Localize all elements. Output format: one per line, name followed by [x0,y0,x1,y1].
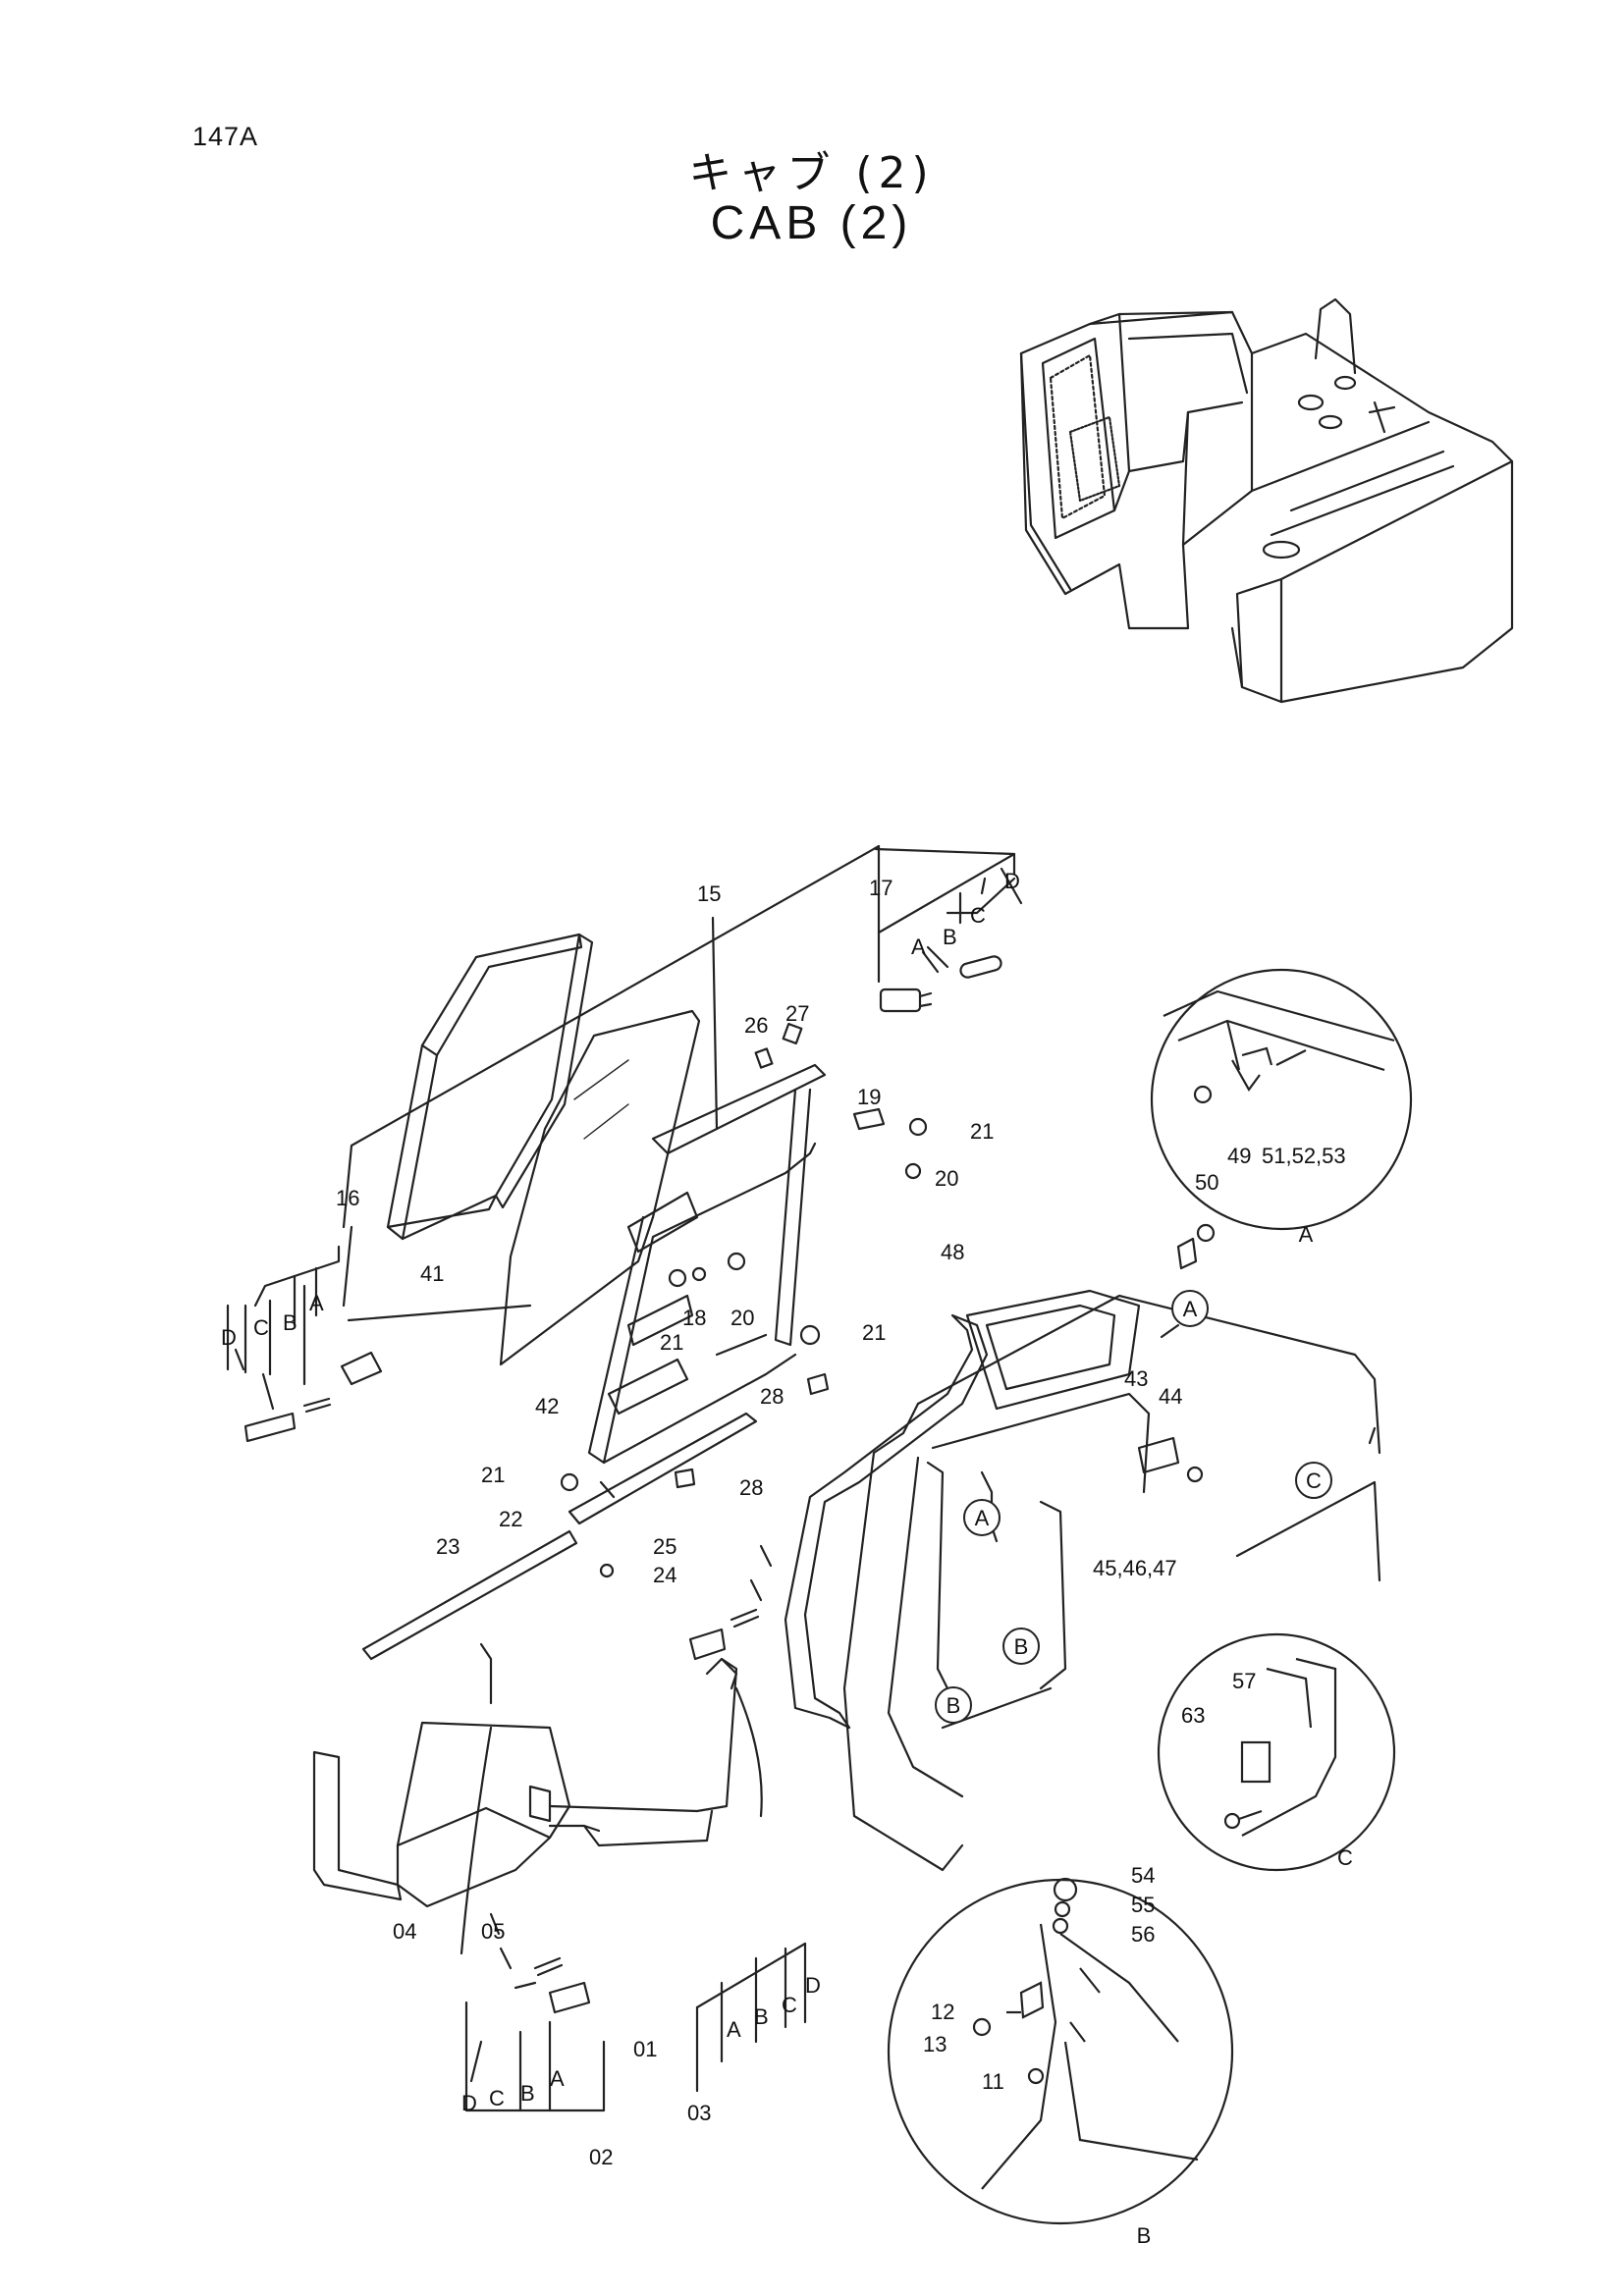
callout-50: 50 [1195,1170,1218,1195]
subpart-c-16: C [253,1315,269,1340]
subpart-d-17: D [1004,869,1020,893]
subpart-a-17: A [911,934,926,959]
ref-a-main-2: A [975,1506,990,1530]
callout-44: 44 [1159,1384,1182,1409]
callout-12: 12 [931,2000,954,2024]
callout-01: 01 [633,2037,657,2061]
callout-20a: 20 [935,1166,958,1191]
subpart-a-03: A [727,2017,741,2042]
callout-24: 24 [653,1563,676,1587]
callout-03: 03 [687,2101,711,2125]
callout-48: 48 [941,1240,964,1264]
page-number: 147A [192,122,259,151]
subpart-d-02: D [461,2091,477,2115]
callout-26: 26 [744,1013,768,1038]
callout-04: 04 [393,1919,416,1944]
callout-56: 56 [1131,1922,1155,1947]
callout-19: 19 [857,1085,881,1109]
callout-21c: 21 [862,1320,886,1345]
callout-13: 13 [923,2032,947,2056]
callout-23: 23 [436,1534,460,1559]
callout-18: 18 [682,1306,706,1330]
subpart-a-16: A [309,1291,324,1315]
subpart-b-02: B [520,2081,535,2106]
callout-63: 63 [1181,1703,1205,1728]
ref-b-main-2: B [947,1693,961,1718]
subpart-b-17: B [943,925,957,949]
subpart-d-16: D [221,1325,237,1350]
callout-20b: 20 [730,1306,754,1330]
detail-view-c [1157,1632,1396,1872]
subpart-b-16: B [283,1310,298,1335]
callout-57: 57 [1232,1669,1256,1693]
callout-25: 25 [653,1534,676,1559]
callout-28b: 28 [739,1475,763,1500]
callout-49: 49 [1227,1144,1251,1168]
detail-label-c: C [1337,1845,1353,1870]
callout-17: 17 [869,876,893,900]
callout-21a: 21 [970,1119,994,1144]
ref-c-main: C [1306,1468,1322,1493]
machine-overview-illustration [1019,297,1514,704]
callout-27: 27 [785,1001,809,1026]
callout-45-47: 45,46,47 [1093,1556,1177,1580]
title-english: CAB (2) [710,197,913,249]
title-japanese: キャブ (2) [688,148,935,198]
callout-11: 11 [982,2069,1004,2094]
part-41-seal [386,933,594,1241]
part-42-glass [347,1009,701,1366]
callout-21b: 21 [660,1330,683,1355]
callout-51-53: 51,52,53 [1262,1144,1346,1168]
hardware-parts [234,867,1216,2014]
callout-43: 43 [1124,1366,1148,1391]
callout-21d: 21 [481,1463,505,1487]
callout-41: 41 [420,1261,444,1286]
callout-42: 42 [535,1394,559,1418]
callout-05: 05 [481,1919,505,1944]
cab-frame [842,1289,1381,1872]
callout-15: 15 [697,881,721,906]
ref-b-main-1: B [1014,1634,1029,1659]
detail-label-b: B [1137,2223,1152,2248]
subpart-c-17: C [970,903,986,928]
callout-55: 55 [1131,1893,1155,1917]
callout-02: 02 [589,2145,613,2169]
part-15-sash-frame [587,1063,827,1465]
callout-28a: 28 [760,1384,784,1409]
detail-views [887,968,1413,2225]
detail-view-a [1150,968,1413,1231]
detail-label-a: A [1299,1222,1314,1247]
main-exploded-assembly [253,844,1381,1955]
lower-sash-assembly [312,1642,738,1908]
subpart-b-03: B [754,2004,769,2029]
callout-54: 54 [1131,1863,1155,1888]
subpart-c-03: C [782,1993,797,2017]
callout-16: 16 [336,1186,359,1210]
subpart-c-02: C [489,2086,505,2110]
callout-22: 22 [499,1507,522,1531]
subpart-a-02: A [550,2066,565,2091]
subpart-d-03: D [805,1973,821,1998]
ref-a-main-1: A [1183,1297,1198,1321]
